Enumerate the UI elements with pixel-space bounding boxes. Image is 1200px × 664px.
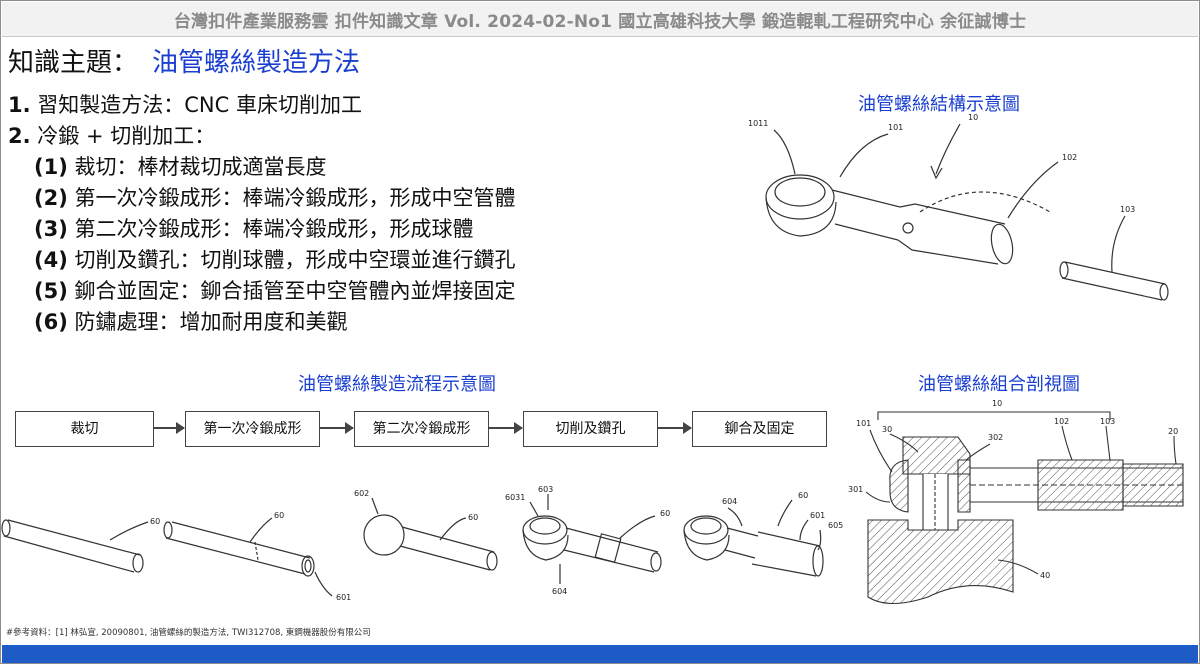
- label-10: 10: [992, 399, 1002, 408]
- process-drawings: 60 60 601 602 60 6031 603 60 604 604 60 …: [1, 485, 843, 602]
- label-101: 101: [888, 123, 903, 132]
- step-number: (1): [34, 155, 68, 179]
- flow-box-machining: 切削及鑽孔: [523, 411, 658, 447]
- step-number: (4): [34, 248, 68, 272]
- structure-figure-title: 油管螺絲結構示意圖: [858, 94, 1020, 115]
- label-102: 102: [1054, 417, 1069, 426]
- flow-arrow: [657, 422, 692, 434]
- flow-box-riveting: 鉚合及固定: [692, 411, 827, 447]
- label-60: 60: [660, 509, 670, 518]
- label-101: 101: [856, 419, 871, 428]
- label-604: 604: [722, 497, 737, 506]
- step-text: 切削及鑽孔：切削球體，形成中空環並進行鑽孔: [67, 248, 516, 272]
- label-20: 20: [1168, 427, 1178, 436]
- label-301: 301: [848, 485, 863, 494]
- label-602: 602: [354, 489, 369, 498]
- label-60: 60: [150, 517, 160, 526]
- bottom-bar: [2, 645, 1198, 663]
- step-1: 1. 習知製造方法：CNC 車床切削加工: [8, 90, 516, 121]
- substep-2: (2) 第一次冷鍛成形：棒端冷鍛成形，形成中空管體: [8, 183, 516, 214]
- label-605: 605: [828, 521, 843, 530]
- flow-figure-title: 油管螺絲製造流程示意圖: [298, 374, 496, 395]
- topic-value: 油管螺絲製造方法: [152, 48, 361, 78]
- flow-arrow: [319, 422, 354, 434]
- label-603: 603: [538, 485, 553, 494]
- knowledge-topic: 知識主題： 油管螺絲製造方法: [8, 42, 360, 79]
- label-60: 60: [274, 511, 284, 520]
- step-text: 裁切：棒材裁切成適當長度: [67, 155, 327, 179]
- label-10: 10: [968, 113, 978, 122]
- flow-box-cutting: 裁切: [15, 411, 154, 447]
- label-302: 302: [988, 433, 1003, 442]
- label-102: 102: [1062, 153, 1077, 162]
- label-601: 601: [336, 593, 351, 602]
- step-number: 1.: [8, 93, 31, 117]
- step-number: 2.: [8, 124, 31, 148]
- topic-label: 知識主題：: [8, 48, 139, 78]
- step-text: 冷鍛 + 切削加工：: [30, 124, 216, 148]
- label-30: 30: [882, 425, 892, 434]
- substep-1: (1) 裁切：棒材裁切成適當長度: [8, 152, 516, 183]
- label-604: 604: [552, 587, 567, 596]
- reference-note: #參考資料：[1] 林弘宣, 20090801, 油管螺絲的製造方法, TWI3…: [6, 628, 371, 638]
- label-60: 60: [468, 513, 478, 522]
- flow-arrow: [488, 422, 523, 434]
- substep-6: (6) 防鏽處理：增加耐用度和美觀: [8, 307, 516, 338]
- substep-4: (4) 切削及鑽孔：切削球體，形成中空環並進行鑽孔: [8, 245, 516, 276]
- header-strip: [2, 2, 1198, 37]
- substep-5: (5) 鉚合並固定：鉚合插管至中空管體內並焊接固定: [8, 276, 516, 307]
- flow-arrow: [153, 422, 185, 434]
- step-text: 習知製造方法：CNC 車床切削加工: [30, 93, 362, 117]
- step-text: 第二次冷鍛成形：棒端冷鍛成形，形成球體: [67, 217, 474, 241]
- label-60: 60: [798, 491, 808, 500]
- label-601: 601: [810, 511, 825, 520]
- label-6031: 6031: [505, 493, 525, 502]
- step-number: (6): [34, 310, 68, 334]
- step-2: 2. 冷鍛 + 切削加工：: [8, 121, 516, 152]
- step-number: (2): [34, 186, 68, 210]
- article-header: 台灣扣件產業服務雲 扣件知識文章 Vol. 2024-02-No1 國立高雄科技…: [173, 12, 1027, 32]
- section-drawing: 10 101 30 302 102 103 20 301 40: [848, 399, 1184, 605]
- label-40: 40: [1040, 571, 1050, 580]
- step-number: (3): [34, 217, 68, 241]
- flow-box-second-forging: 第二次冷鍛成形: [354, 411, 489, 447]
- label-103: 103: [1120, 205, 1135, 214]
- flow-box-first-forging: 第一次冷鍛成形: [185, 411, 320, 447]
- step-text: 鉚合並固定：鉚合插管至中空管體內並焊接固定: [67, 279, 516, 303]
- label-1011: 1011: [748, 119, 768, 128]
- substep-3: (3) 第二次冷鍛成形：棒端冷鍛成形，形成球體: [8, 214, 516, 245]
- label-103: 103: [1100, 417, 1115, 426]
- step-number: (5): [34, 279, 68, 303]
- steps-list: 1. 習知製造方法：CNC 車床切削加工 2. 冷鍛 + 切削加工： (1) 裁…: [8, 90, 516, 338]
- step-text: 第一次冷鍛成形：棒端冷鍛成形，形成中空管體: [67, 186, 516, 210]
- section-figure-title: 油管螺絲組合剖視圖: [918, 374, 1080, 395]
- step-text: 防鏽處理：增加耐用度和美觀: [67, 310, 348, 334]
- structure-drawing: 1011 101 10 102 103: [748, 113, 1169, 301]
